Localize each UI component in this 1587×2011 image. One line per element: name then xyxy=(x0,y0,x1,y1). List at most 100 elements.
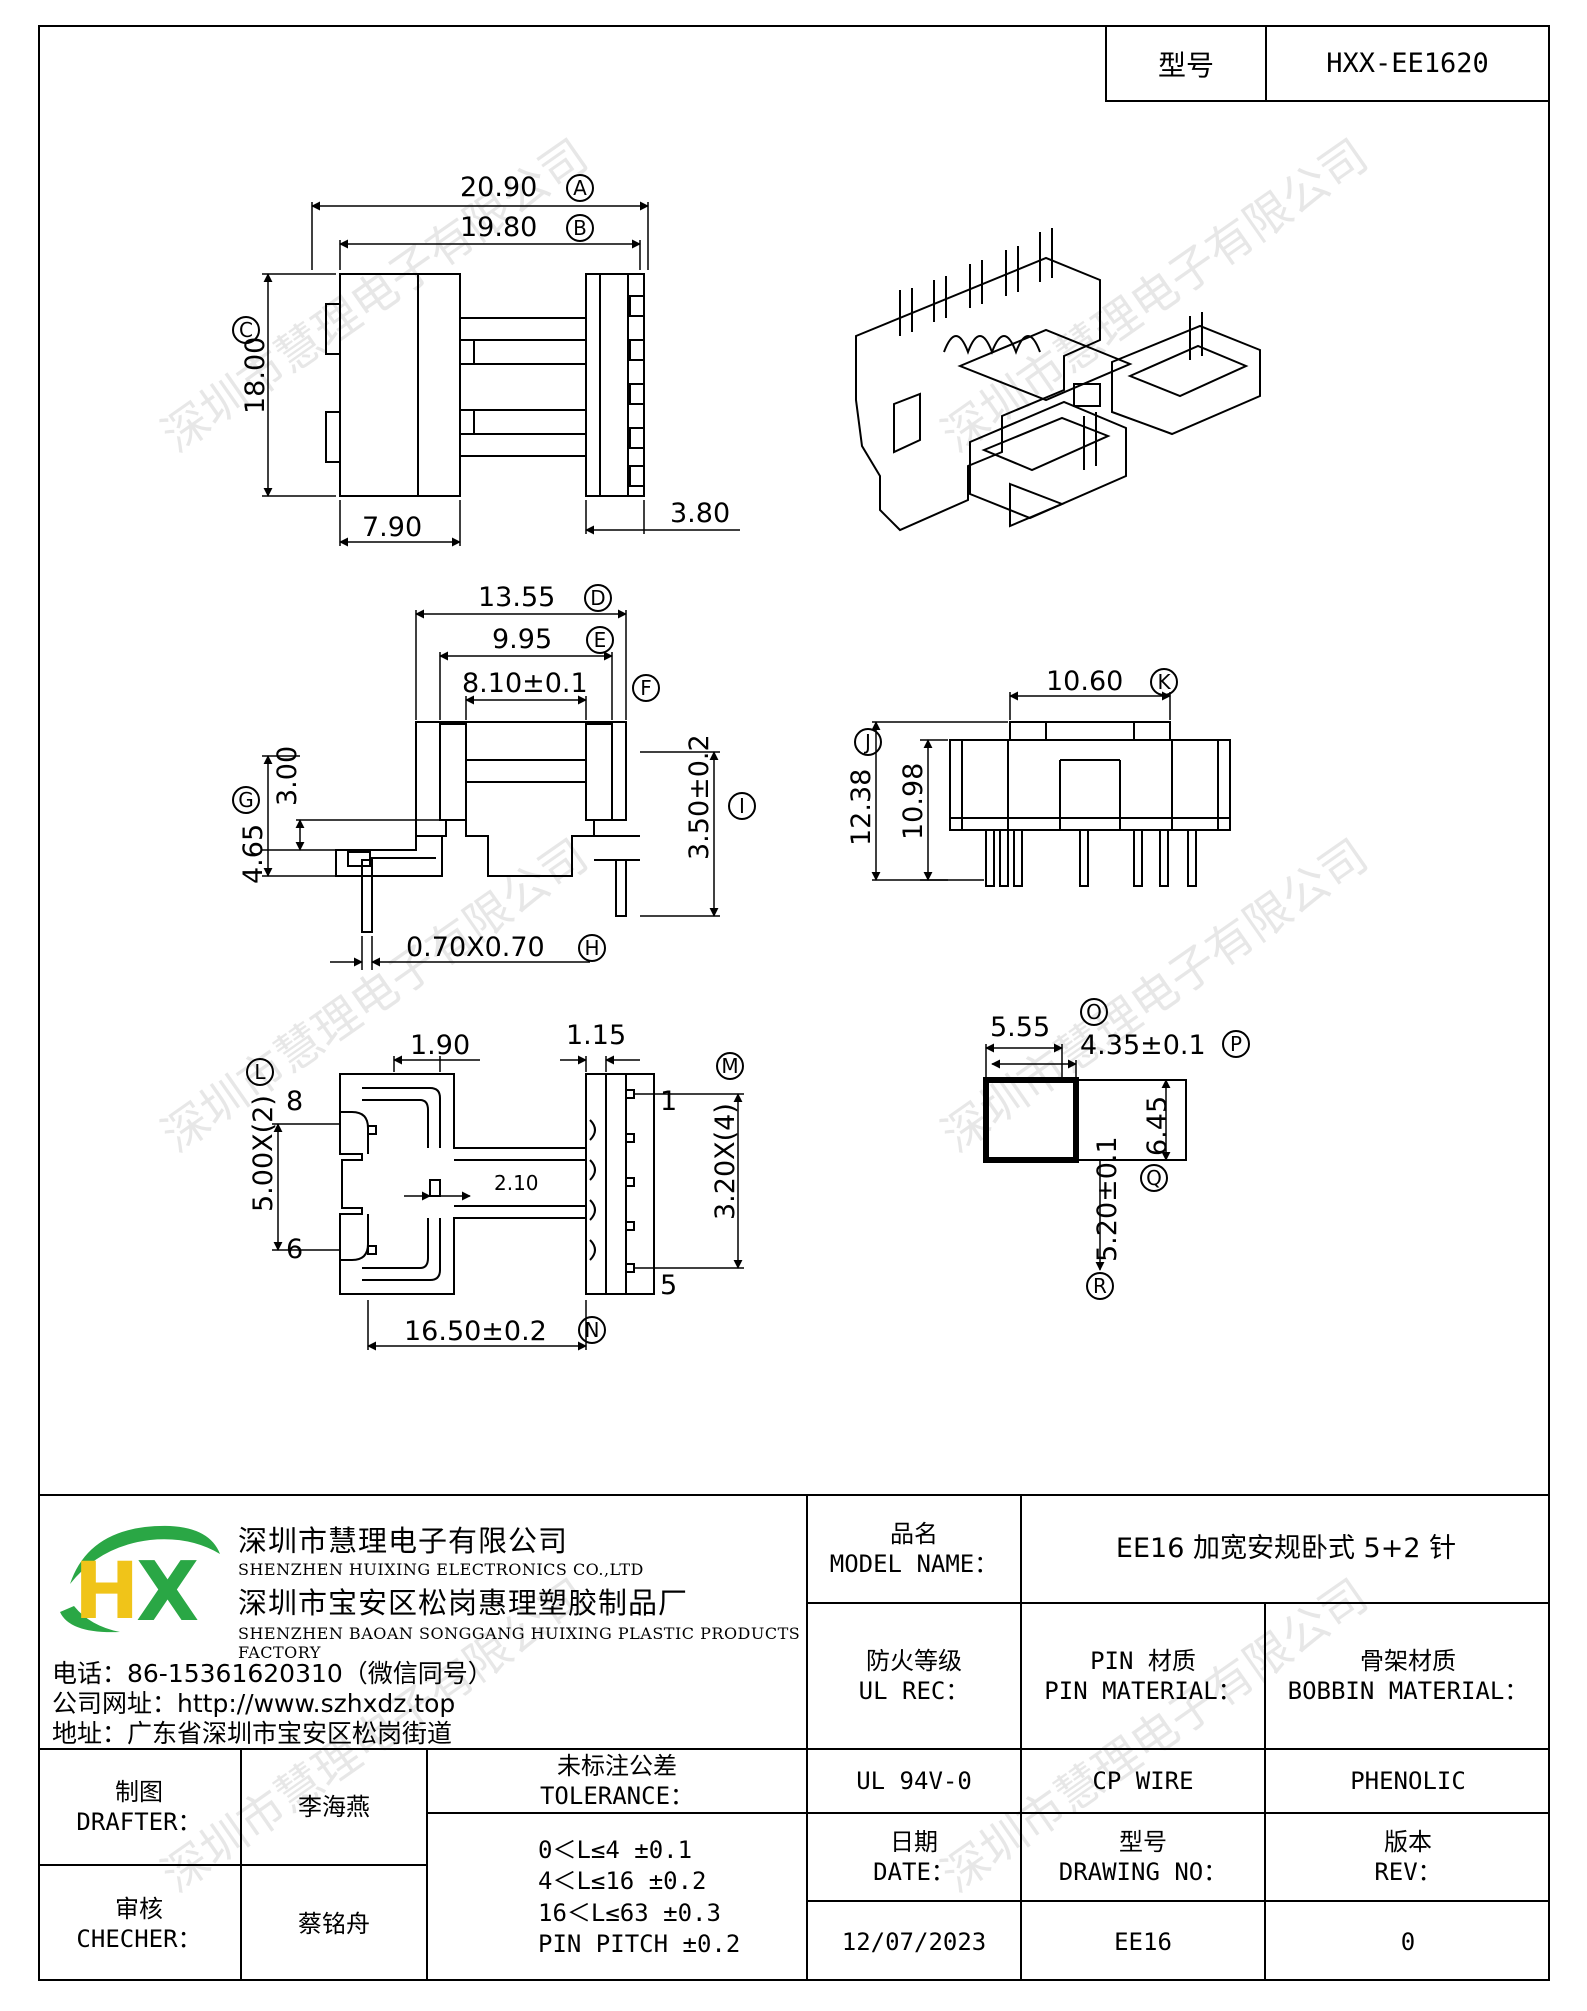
dim-m-top: 1.15 xyxy=(566,1020,626,1051)
date-label: 日期 DATE： xyxy=(808,1814,1020,1900)
phone: 电话：86-15361620310（微信同号） xyxy=(52,1659,493,1688)
pin-5: 5 xyxy=(660,1270,677,1301)
pin-material-label: PIN 材质 PIN MATERIAL： xyxy=(1022,1604,1264,1748)
logo-x: X xyxy=(136,1545,199,1640)
dim-m: 3.20X(4) xyxy=(710,1103,741,1220)
reference-tags: A B C D E F G I H J K L M N O P Q R xyxy=(232,174,1250,1344)
bobbin-en: BOBBIN MATERIAL： xyxy=(1287,1677,1529,1705)
drafter-cn: 制图 xyxy=(115,1778,163,1806)
tolerance-table: 0＜L≤4 ±0.1 4＜L≤16 ±0.2 16＜L≤63 ±0.3 PIN … xyxy=(428,1814,806,1981)
dim-l: 5.00X(2) xyxy=(248,1095,279,1212)
factory-name-cn: 深圳市宝安区松岗惠理塑胶制品厂 xyxy=(238,1586,689,1620)
tag-g: G xyxy=(238,788,254,812)
rev-value: 0 xyxy=(1400,1927,1416,1956)
title-block: H X 深圳市慧理电子有限公司 SHENZHEN HUIXING ELECTRO… xyxy=(38,1494,1550,1981)
model-name-value: EE16 加宽安规卧式 5+2 针 xyxy=(1115,1533,1457,1565)
rev-en: REV： xyxy=(1374,1858,1442,1886)
section-view xyxy=(983,1043,1187,1271)
tag-a: A xyxy=(573,176,587,200)
company-name-cn: 深圳市慧理电子有限公司 xyxy=(238,1524,569,1558)
website[interactable]: 公司网址：http://www.szhxdz.top xyxy=(52,1689,456,1718)
date-en: DATE： xyxy=(873,1858,955,1886)
tag-f: F xyxy=(640,676,652,700)
dim-s: 2.10 xyxy=(494,1171,539,1195)
tolerance-en: TOLERANCE： xyxy=(539,1782,695,1810)
company-name-en: SHENZHEN HUIXING ELECTRONICS CO.,LTD xyxy=(238,1560,644,1579)
rev-cn: 版本 xyxy=(1384,1828,1432,1856)
date-cn: 日期 xyxy=(890,1828,938,1856)
pin-material-value: CP WIRE xyxy=(1092,1767,1194,1795)
tag-c: C xyxy=(239,318,253,342)
tag-l: L xyxy=(254,1060,266,1084)
dim-790: 7.90 xyxy=(362,512,422,543)
ul-cn: 防火等级 xyxy=(866,1647,962,1675)
tag-b: B xyxy=(573,216,587,240)
tolerance-label: 未标注公差 TOLERANCE： xyxy=(428,1750,806,1812)
checker-label: 审核 CHECHER： xyxy=(38,1866,240,1981)
tag-q: Q xyxy=(1146,1166,1162,1190)
tag-p: P xyxy=(1230,1032,1242,1056)
company-logo: H X xyxy=(60,1525,220,1640)
address: 地址：广东省深圳市宝安区松岗街道 xyxy=(52,1719,453,1748)
logo-h: H xyxy=(74,1547,139,1637)
company-info: H X 深圳市慧理电子有限公司 SHENZHEN HUIXING ELECTRO… xyxy=(38,1494,806,1750)
model-name-cn: 品名 xyxy=(890,1520,938,1548)
dim-c: 18.00 xyxy=(240,337,271,414)
dim-g: 3.00 xyxy=(272,746,303,806)
checker-cn: 审核 xyxy=(115,1894,163,1923)
dim-r: 5.20±0.1 xyxy=(1092,1136,1123,1262)
tag-m: M xyxy=(721,1054,738,1078)
front-view xyxy=(262,201,740,547)
dim-b: 19.80 xyxy=(460,212,537,243)
isometric-view xyxy=(855,228,1261,532)
tag-o: O xyxy=(1086,1000,1102,1024)
model-value: HXX-EE1620 xyxy=(1326,48,1489,79)
pin-8: 8 xyxy=(286,1086,303,1117)
drafter-en: DRAFTER： xyxy=(76,1808,202,1836)
model-name-label: 品名 MODEL NAME： xyxy=(808,1496,1020,1602)
drawing-frame xyxy=(38,25,1550,1981)
dim-e: 9.95 xyxy=(492,624,552,655)
drawing-en: DRAWING NO： xyxy=(1058,1858,1228,1886)
pin-cn: PIN 材质 xyxy=(1090,1647,1196,1675)
technical-drawing: 20.90 19.80 18.00 7.90 3.80 13.55 9.95 8… xyxy=(232,172,1261,1351)
bobbin-cn: 骨架材质 xyxy=(1360,1647,1456,1675)
ul-value: UL 94V-0 xyxy=(856,1767,972,1795)
checker-en: CHECHER： xyxy=(76,1924,202,1953)
dim-h: 0.70X0.70 xyxy=(406,932,545,963)
tag-e: E xyxy=(594,628,607,652)
dim-a: 20.90 xyxy=(460,172,537,203)
drafter-label: 制图 DRAFTER： xyxy=(38,1750,240,1864)
drafter-name: 李海燕 xyxy=(298,1793,370,1821)
tag-n: N xyxy=(585,1318,600,1342)
dim-j: 12.38 xyxy=(846,769,877,846)
ul-label: 防火等级 UL REC： xyxy=(808,1604,1020,1748)
model-header: 型号 HXX-EE1620 xyxy=(1105,25,1550,102)
tolerance-row: PIN PITCH ±0.2 xyxy=(538,1929,741,1958)
drawing-no-value: EE16 xyxy=(1114,1927,1172,1956)
tolerance-cn: 未标注公差 xyxy=(557,1752,677,1780)
dim-q: 6.45 xyxy=(1142,1096,1173,1156)
side-view xyxy=(262,609,720,970)
pin-en: PIN MATERIAL： xyxy=(1044,1677,1242,1705)
rev-label: 版本 REV： xyxy=(1266,1814,1550,1900)
tag-k: K xyxy=(1157,670,1171,694)
dim-k: 10.60 xyxy=(1046,666,1123,697)
tolerance-row: 4＜L≤16 ±0.2 xyxy=(538,1867,707,1896)
drawing-cn: 型号 xyxy=(1119,1828,1167,1856)
pin-6: 6 xyxy=(286,1234,303,1265)
tag-h: H xyxy=(584,936,599,960)
pin-1: 1 xyxy=(660,1086,677,1117)
dim-o: 5.55 xyxy=(990,1012,1050,1043)
checker-name: 蔡铭舟 xyxy=(298,1909,370,1938)
model-name-en: MODEL NAME： xyxy=(829,1550,999,1578)
tag-r: R xyxy=(1093,1274,1107,1298)
model-label: 型号 xyxy=(1107,27,1267,100)
drawing-no-label: 型号 DRAWING NO： xyxy=(1022,1814,1264,1900)
end-view xyxy=(871,691,1231,887)
dim-f: 8.10±0.1 xyxy=(462,668,588,699)
dim-380: 3.80 xyxy=(670,498,730,529)
dim-d: 13.55 xyxy=(478,582,555,613)
factory-name-en: SHENZHEN BAOAN SONGGANG HUIXING PLASTIC … xyxy=(238,1624,801,1662)
tolerance-row: 0＜L≤4 ±0.1 xyxy=(538,1836,693,1865)
